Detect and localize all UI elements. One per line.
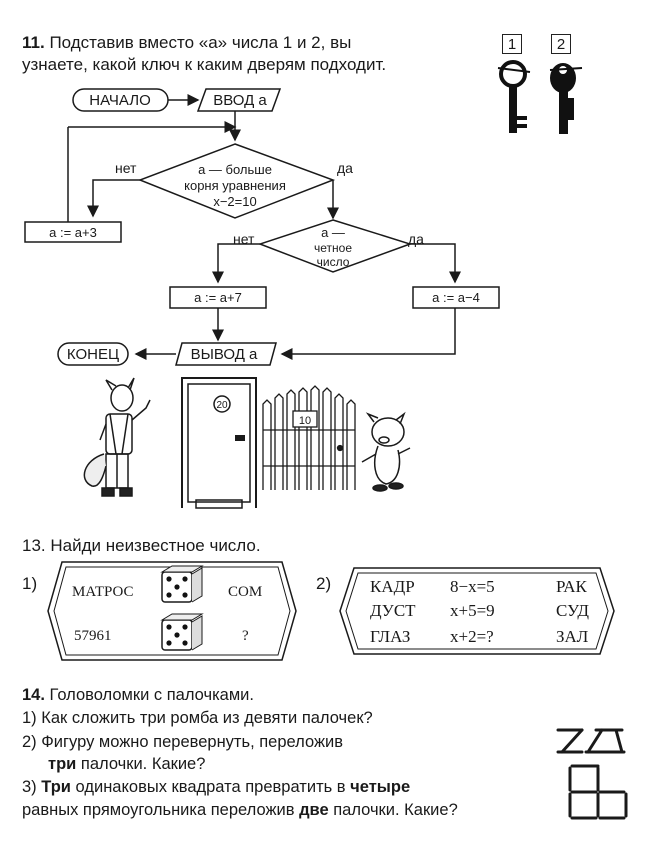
task13-title: 13. Найди неизвестное число. bbox=[22, 536, 261, 555]
task14-q2b-rest: палочки. Какие? bbox=[76, 755, 206, 773]
p2-r2-mid: x+5=9 bbox=[450, 601, 495, 620]
flow-input-box bbox=[196, 88, 282, 112]
task14-q2a: 2) Фигуру можно перевернуть, переложив bbox=[22, 733, 343, 751]
task14-q4-pre: равных прямоугольника переложив bbox=[22, 801, 300, 819]
task14-q3-bold2: четыре bbox=[350, 778, 411, 796]
key-2-icon bbox=[549, 63, 583, 134]
task14-q1: 1) Как сложить три ромба из девяти палоч… bbox=[22, 709, 373, 727]
task14-q3-pre: 3) bbox=[22, 778, 42, 796]
flow-end-box bbox=[57, 342, 129, 366]
p2-r3-mid: x+2=? bbox=[450, 627, 494, 646]
dice-five-icon-2 bbox=[160, 613, 204, 651]
gate-icon bbox=[262, 385, 356, 490]
piglet-icon bbox=[361, 411, 411, 492]
task14-q3: 3) Три одинаковых квадрата превратить в … bbox=[22, 776, 410, 798]
flow-cond2-line2: четное bbox=[314, 241, 352, 255]
flow-output-box bbox=[175, 342, 277, 366]
p2-r1-mid: 8−x=5 bbox=[450, 577, 495, 596]
key-2-label: 2 bbox=[551, 34, 571, 54]
door-gate-illustration: 20 10 bbox=[83, 377, 411, 509]
task11-line2: узнаете, какой ключ к каким дверям подхо… bbox=[22, 55, 387, 74]
flow-cond1-line2: корня уравнения bbox=[184, 178, 286, 193]
flow-op-mid-label: a := a+7 bbox=[194, 290, 242, 305]
task14-q2b: три палочки. Какие? bbox=[48, 753, 205, 775]
task14-title-text: Головоломки с палочками. bbox=[49, 686, 254, 704]
task14-q2b-bold: три bbox=[48, 755, 77, 773]
flow-op-left-label: a := a+3 bbox=[49, 225, 97, 240]
flow-yes-label-2: да bbox=[408, 231, 424, 247]
flow-cond2-line1: а — bbox=[321, 225, 345, 240]
task14-q4-bold: две bbox=[299, 801, 329, 819]
flow-cond2-diamond bbox=[257, 219, 413, 273]
door-icon bbox=[181, 377, 257, 509]
task11-line1: Подставив вместо «а» числа 1 и 2, вы bbox=[49, 33, 352, 52]
flow-end-label: КОНЕЦ bbox=[67, 346, 119, 363]
p2-r2-right: СУД bbox=[556, 601, 589, 620]
p1-question: ? bbox=[242, 628, 249, 644]
p2-r3-left: ГЛАЗ bbox=[370, 627, 410, 646]
task14-title: 14. Головоломки с палочками. bbox=[22, 684, 254, 706]
task11-number: 11. bbox=[22, 33, 45, 52]
task11-text: 11. Подставив вместо «а» числа 1 и 2, вы… bbox=[22, 32, 462, 76]
gate-number: 10 bbox=[299, 415, 311, 427]
task14-q4-post: палочки. Какие? bbox=[328, 801, 458, 819]
flow-cond1-line1: а — больше bbox=[198, 162, 272, 177]
flow-output-label: ВЫВОД а bbox=[191, 346, 258, 363]
p1-word2: СОМ bbox=[228, 584, 262, 600]
p2-r1-right: РАК bbox=[556, 577, 588, 596]
key-1-icon bbox=[497, 60, 531, 133]
flow-cond1-line3: x−2=10 bbox=[213, 194, 256, 209]
dice-five-icon bbox=[160, 565, 204, 603]
flow-op-right-box bbox=[412, 286, 500, 309]
p1-number: 57961 bbox=[74, 628, 112, 644]
flow-op-left-box bbox=[24, 221, 122, 243]
flow-cond1-diamond bbox=[137, 143, 336, 219]
flow-yes-label-1: да bbox=[337, 160, 353, 176]
task13-puzzle1: МАТРОС СОМ 57961 ? bbox=[47, 561, 297, 661]
task13-p1-label: 1) bbox=[22, 574, 38, 593]
p2-r3-right: ЗАЛ bbox=[556, 627, 589, 646]
task14-q3-mid: одинаковых квадрата превратить в bbox=[70, 778, 351, 796]
task14-number: 14. bbox=[22, 686, 45, 704]
task14-q3-bold1: Три bbox=[41, 778, 71, 796]
door-number: 20 bbox=[216, 400, 228, 411]
p2-r2-left: ДУСТ bbox=[370, 601, 416, 620]
flow-no-label-2: нет bbox=[233, 231, 255, 247]
task14-q4: равных прямоугольника переложив две пало… bbox=[22, 799, 458, 821]
task13-puzzle2: КАДР 8−x=5 РАК ДУСТ x+5=9 СУД ГЛАЗ x+2=?… bbox=[339, 567, 615, 655]
p2-r1-left: КАДР bbox=[370, 577, 415, 596]
flow-cond2-line3: число bbox=[317, 255, 350, 269]
flow-input-label: ВВОД а bbox=[213, 92, 267, 109]
flowchart: НАЧАЛО ВВОД а а — больше корня уравнения… bbox=[24, 88, 500, 366]
key-1-label: 1 bbox=[502, 34, 522, 54]
wolf-icon bbox=[83, 377, 151, 497]
matchstick-figures bbox=[556, 728, 628, 820]
flow-op-right-label: a := a−4 bbox=[432, 290, 480, 305]
p1-word1: МАТРОС bbox=[72, 584, 134, 600]
keys-illustration bbox=[497, 60, 583, 134]
flow-no-label-1: нет bbox=[115, 160, 137, 176]
task13-p2-label: 2) bbox=[316, 574, 332, 593]
flow-start-label: НАЧАЛО bbox=[89, 92, 151, 109]
